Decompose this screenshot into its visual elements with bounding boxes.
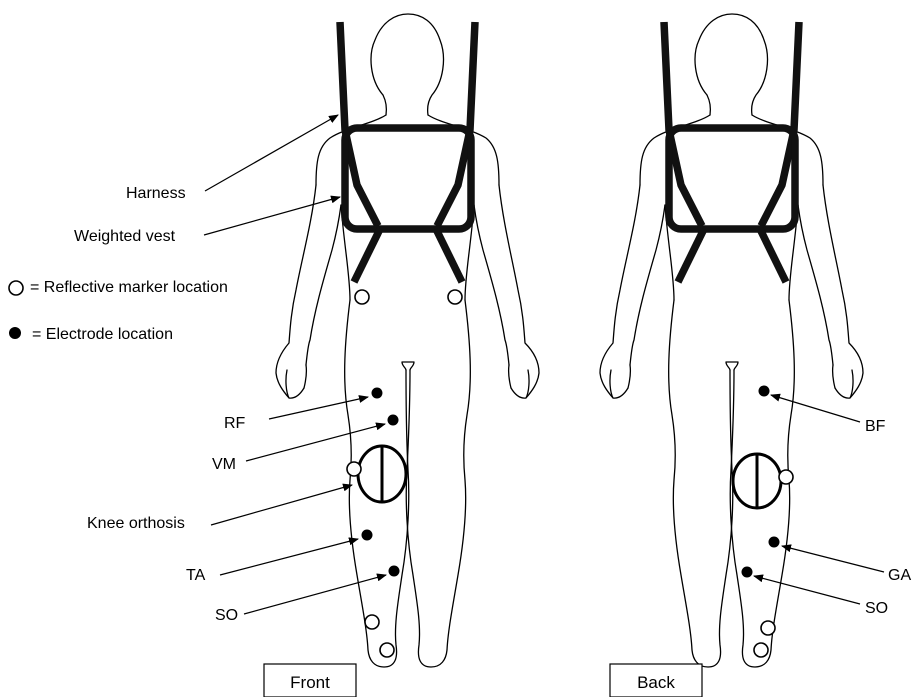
arrow-knee-orthosis [211, 485, 352, 525]
label-vm: VM [212, 456, 236, 473]
arrow-bf [771, 395, 860, 422]
legend-marker-label: = Reflective marker location [30, 279, 228, 296]
arrow-harness [205, 115, 338, 191]
harness-back [664, 22, 799, 282]
label-so-front: SO [215, 607, 238, 624]
electrode-ga [769, 537, 780, 548]
electrode-so-back [742, 567, 753, 578]
back-figure [600, 14, 863, 667]
marker-ankle [365, 615, 379, 629]
label-bf: BF [865, 418, 886, 435]
marker-knee-back [779, 470, 793, 484]
electrode-bf [759, 386, 770, 397]
arrow-ga [782, 546, 884, 572]
back-view-label: Back [637, 673, 675, 692]
marker-heel-back [754, 643, 768, 657]
electrode-ta [362, 530, 373, 541]
marker-heel [380, 643, 394, 657]
harness-front [340, 22, 475, 282]
label-harness: Harness [126, 185, 186, 202]
legend-marker-symbol [9, 281, 23, 295]
electrode-so-front [389, 566, 400, 577]
marker-ankle-back [761, 621, 775, 635]
arrow-so-front [244, 575, 386, 614]
arrow-rf [269, 397, 368, 419]
label-rf: RF [224, 415, 246, 432]
label-ga: GA [888, 567, 911, 584]
legend-electrode-label: = Electrode location [32, 326, 173, 343]
label-weighted-vest: Weighted vest [74, 228, 176, 245]
arrow-so-back [754, 576, 860, 604]
marker-hip-right [448, 290, 462, 304]
legend-electrode-symbol [9, 327, 21, 339]
arrow-weighted-vest [204, 197, 340, 235]
body-outline-front [276, 14, 539, 667]
front-figure [276, 14, 539, 667]
electrode-rf [372, 388, 383, 399]
electrode-vm [388, 415, 399, 426]
arrow-ta [220, 539, 358, 575]
marker-knee-lateral [347, 462, 361, 476]
label-so-back: SO [865, 600, 888, 617]
marker-hip-left [355, 290, 369, 304]
front-view-label: Front [290, 673, 330, 692]
label-ta: TA [186, 567, 206, 584]
body-outline-back [600, 14, 863, 667]
label-knee-orthosis: Knee orthosis [87, 515, 185, 532]
